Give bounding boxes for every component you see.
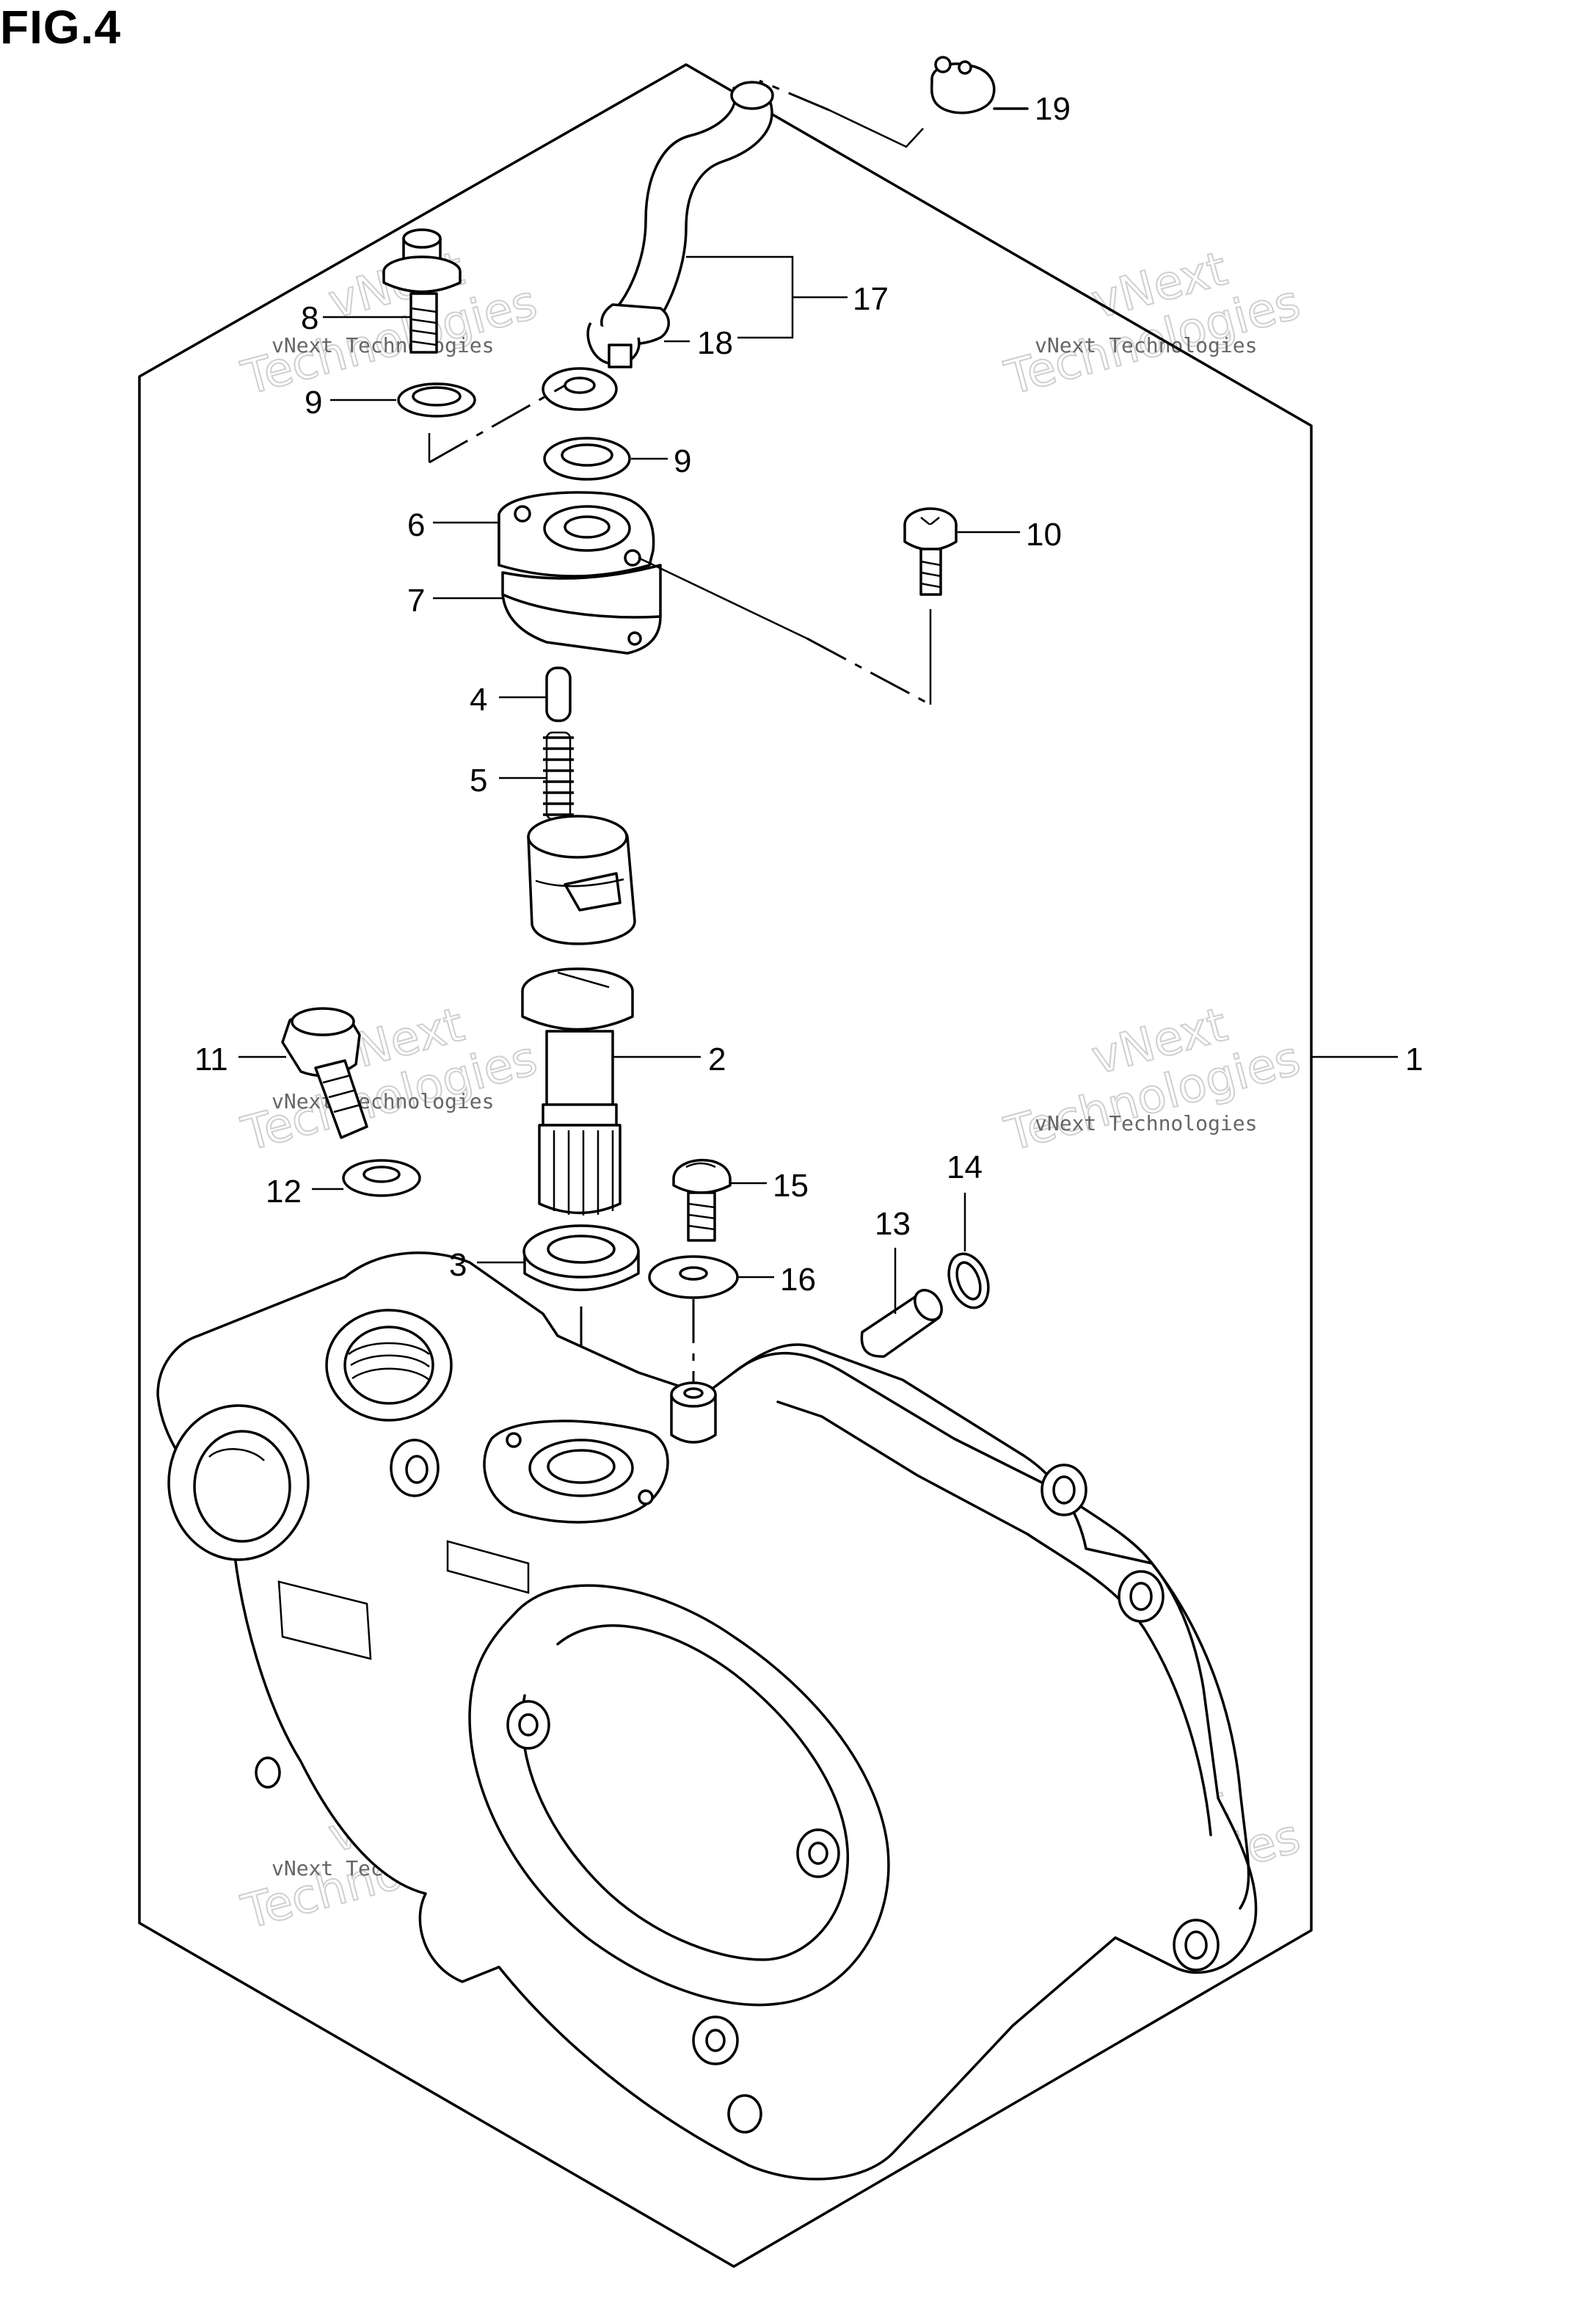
part-6-7-housing bbox=[498, 491, 662, 655]
guide-dash-10 bbox=[806, 637, 931, 706]
watermark-label: vNext Technologies bbox=[272, 333, 494, 357]
part-2-shaft bbox=[521, 967, 634, 1215]
callout-17: 17 bbox=[853, 281, 889, 317]
callout-19: 19 bbox=[1035, 91, 1071, 127]
callout-3: 3 bbox=[449, 1247, 467, 1283]
part-5-spring bbox=[543, 731, 574, 821]
callout-labels: 19 17 18 8 9 9 6 7 10 4 5 11 2 1 12 15 1… bbox=[194, 91, 1423, 1298]
assembly-boundary bbox=[138, 63, 1313, 2268]
callout-8: 8 bbox=[301, 300, 318, 336]
part-3-oil-seal bbox=[522, 1224, 640, 1292]
callout-14: 14 bbox=[947, 1149, 983, 1185]
part-1-case bbox=[156, 1251, 1258, 2181]
part-driven-gear bbox=[527, 815, 636, 945]
figure-title: FIG.4 bbox=[0, 1, 122, 54]
callout-16: 16 bbox=[780, 1262, 816, 1298]
callout-12: 12 bbox=[266, 1174, 302, 1210]
callout-7: 7 bbox=[407, 583, 425, 619]
callout-6: 6 bbox=[407, 507, 425, 543]
part-4-pin bbox=[545, 666, 572, 722]
callout-10: 10 bbox=[1026, 517, 1062, 553]
part-13-sleeve bbox=[860, 1289, 943, 1358]
guide-housing-screw bbox=[638, 556, 808, 640]
guide-dash-8 bbox=[429, 384, 566, 464]
watermark-label: vNext Technologies bbox=[1035, 1111, 1257, 1135]
watermark-label: vNext Technologies bbox=[272, 1089, 494, 1113]
callout-2: 2 bbox=[708, 1042, 726, 1077]
callout-11: 11 bbox=[194, 1042, 228, 1077]
part-9-washer-left bbox=[397, 382, 476, 418]
part-8-bolt bbox=[382, 228, 462, 354]
part-10-screw bbox=[903, 507, 958, 596]
callout-1: 1 bbox=[1405, 1042, 1423, 1077]
callout-9-right: 9 bbox=[674, 443, 691, 479]
callout-4: 4 bbox=[470, 682, 487, 718]
callout-9-left: 9 bbox=[305, 385, 322, 421]
part-17-hose bbox=[542, 81, 774, 411]
part-15-screw bbox=[672, 1158, 732, 1242]
part-16-washer bbox=[648, 1255, 739, 1299]
part-12-washer bbox=[342, 1159, 421, 1197]
watermark-label: vNext Technologies bbox=[1035, 333, 1257, 357]
part-19-cap bbox=[759, 56, 1029, 148]
callout-15: 15 bbox=[773, 1168, 809, 1204]
callout-5: 5 bbox=[470, 763, 487, 799]
callout-13: 13 bbox=[875, 1206, 911, 1242]
part-9-washer-right bbox=[543, 437, 631, 481]
part-11-plug bbox=[281, 1007, 368, 1139]
callout-18: 18 bbox=[697, 325, 733, 361]
part-14-o-ring bbox=[947, 1252, 990, 1309]
